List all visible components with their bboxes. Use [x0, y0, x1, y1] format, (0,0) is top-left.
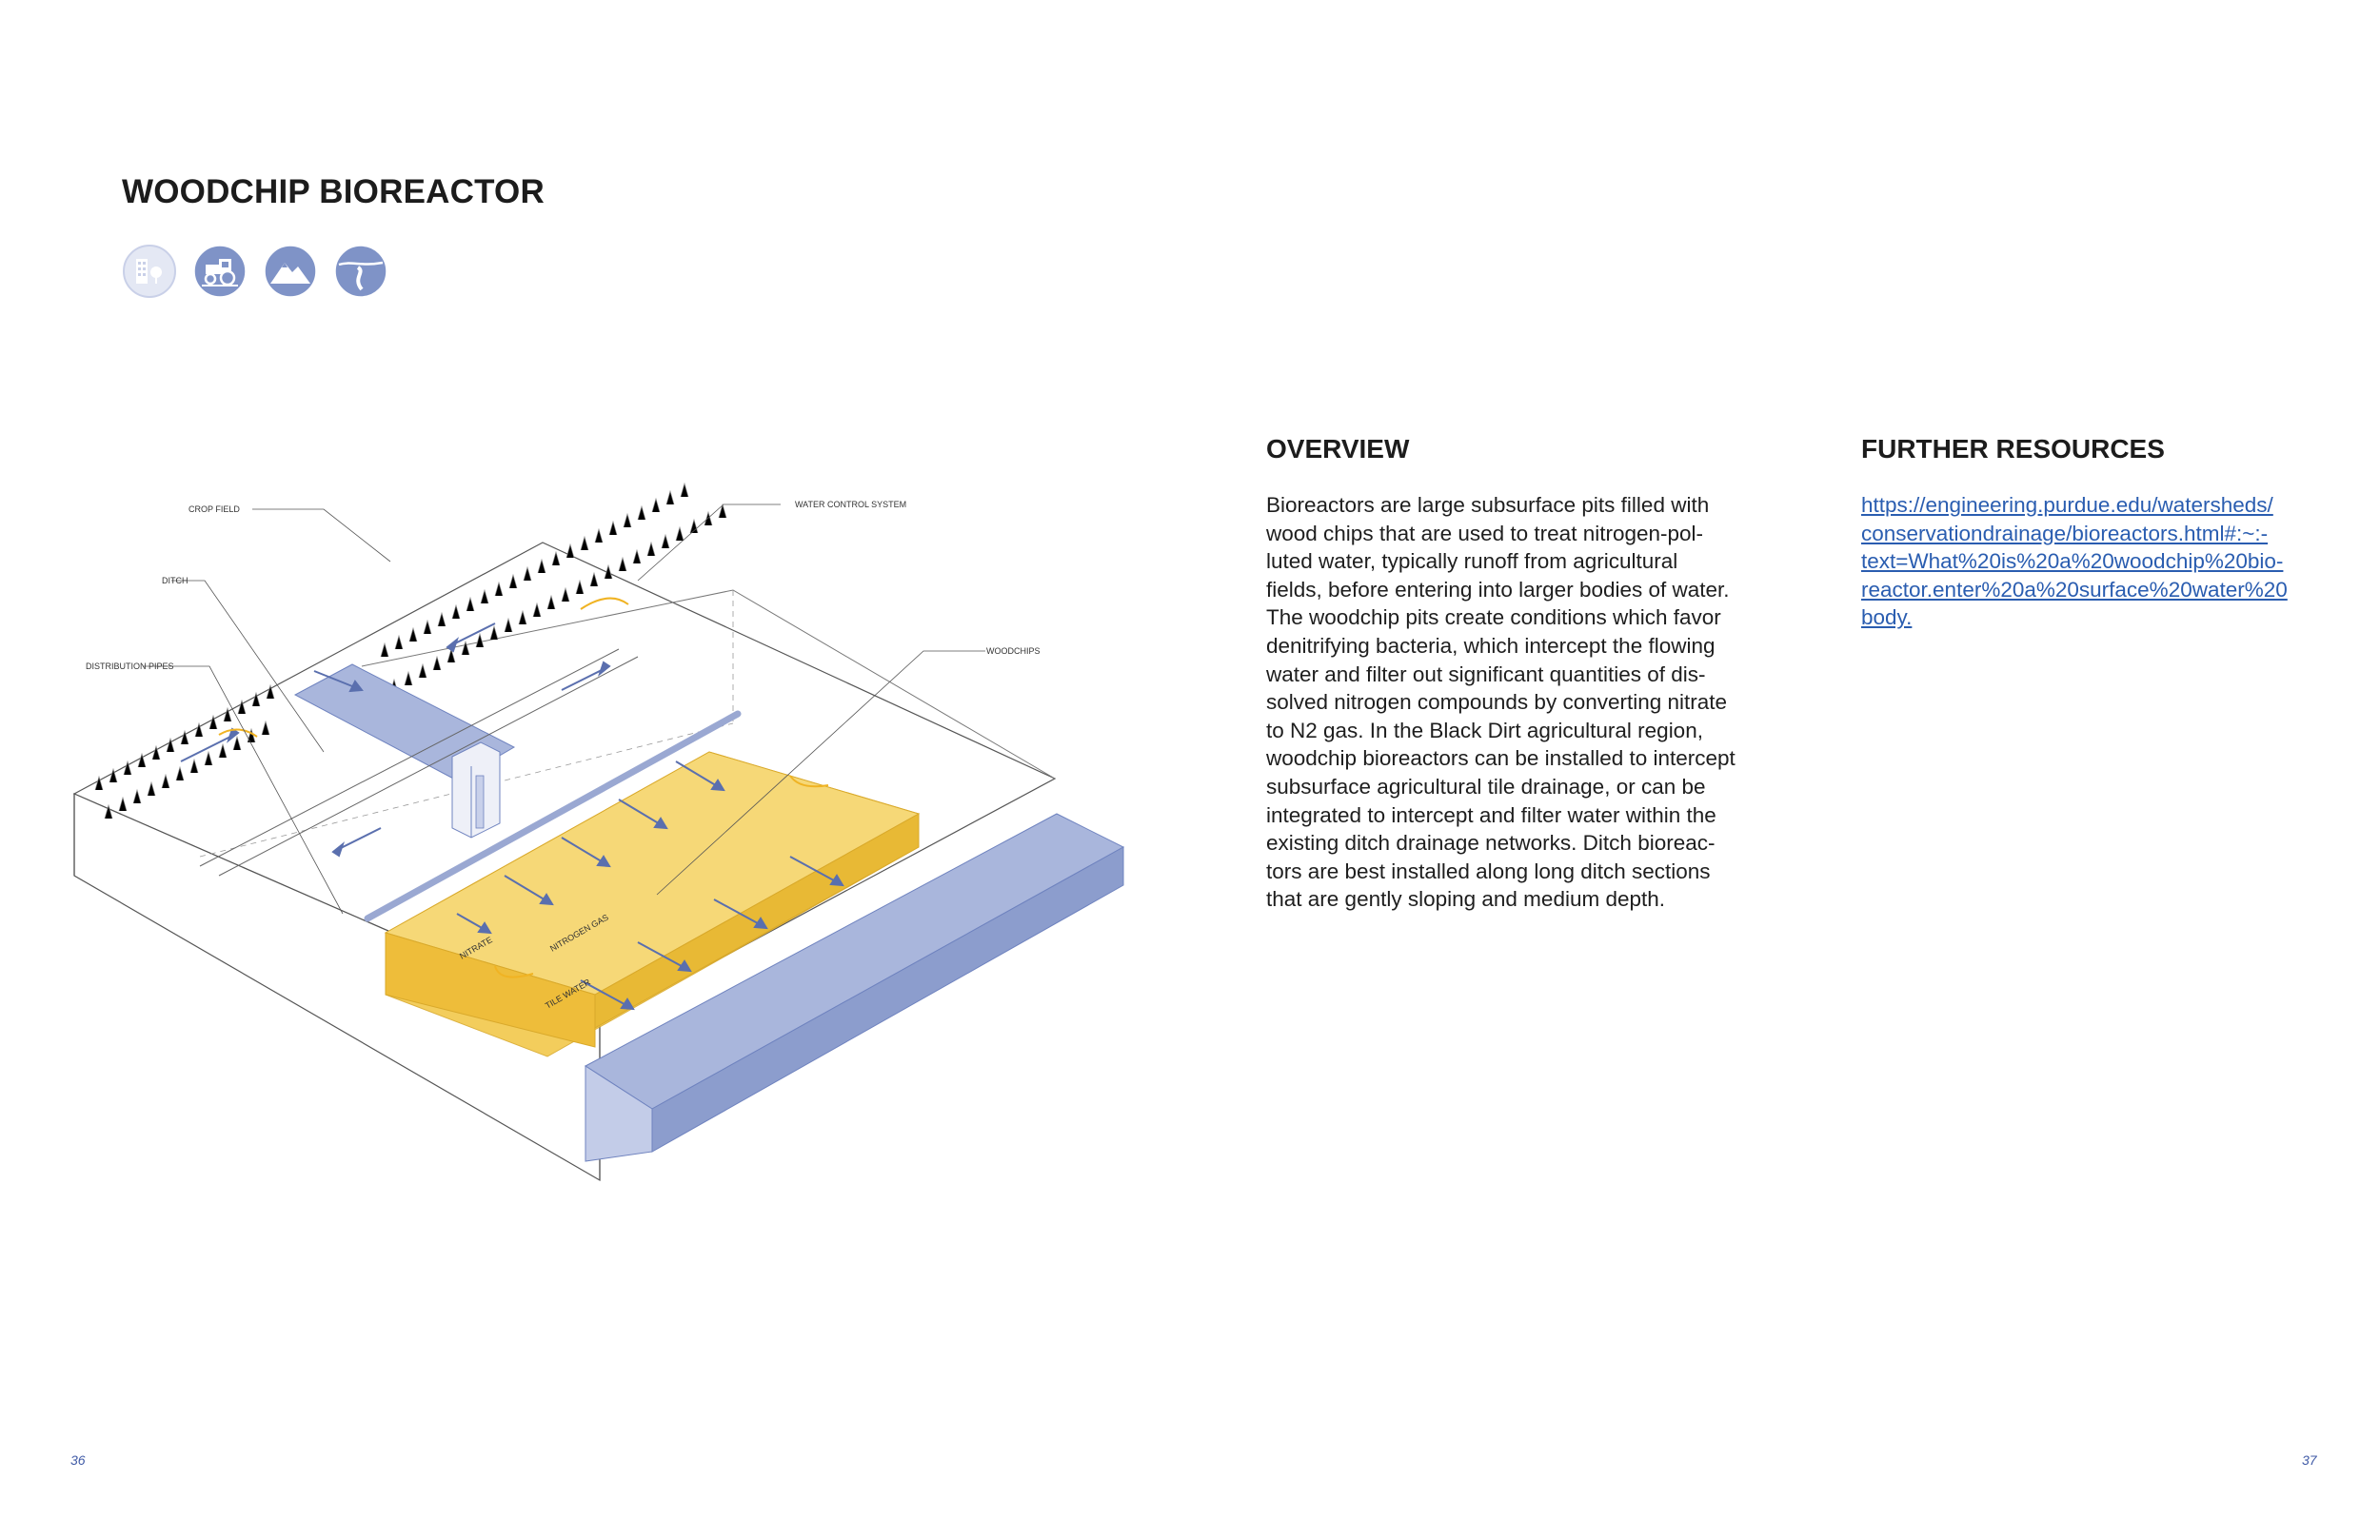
- resources-heading: FURTHER RESOURCES: [1861, 434, 2165, 464]
- overview-text: Bioreactors are large subsurface pits fi…: [1266, 491, 1771, 914]
- overview-line: subsurface agricultural tile drainage, o…: [1266, 774, 1706, 799]
- overview-line: integrated to intercept and filter water…: [1266, 802, 1716, 827]
- flow-arrows: [180, 622, 844, 1011]
- nitrogen-gas-arrows: [218, 597, 829, 978]
- label-crop-field: CROP FIELD: [188, 504, 240, 514]
- overview-line: luted water, typically runoff from agric…: [1266, 549, 1678, 574]
- label-water-control-system: WATER CONTROL SYSTEM: [795, 500, 906, 509]
- overview-section: OVERVIEW Bioreactors are large subsurfac…: [1266, 434, 1771, 914]
- page-title: WOODCHIP BIOREACTOR: [122, 173, 545, 210]
- bioreactor-isometric-diagram: CROP FIELD WATER CONTROL SYSTEM DITCH DI…: [72, 482, 1125, 1182]
- further-resources-section: FURTHER RESOURCES https://engineering.pu…: [1861, 434, 2337, 632]
- river-icon: [334, 245, 387, 298]
- mountain-icon: [264, 245, 317, 298]
- overview-line: The woodchip pits create conditions whic…: [1266, 605, 1721, 630]
- purdue-bioreactor-link[interactable]: https://engineering.purdue.edu/watershed…: [1861, 491, 2337, 632]
- link-line[interactable]: https://engineering.purdue.edu/watershed…: [1861, 493, 2273, 517]
- urban-icon: [123, 245, 176, 298]
- link-line[interactable]: text=What%20is%20a%20woodchip%20bio-: [1861, 549, 2284, 574]
- landscape-type-icons: [122, 244, 388, 299]
- overview-line: tors are best installed along long ditch…: [1266, 859, 1711, 883]
- overview-line: water and filter out significant quantit…: [1266, 661, 1706, 686]
- overview-line: that are gently sloping and medium depth…: [1266, 887, 1666, 912]
- label-woodchips: WOODCHIPS: [986, 646, 1041, 656]
- crop-field-rows: [94, 482, 727, 819]
- link-line[interactable]: body.: [1861, 605, 1913, 630]
- link-line[interactable]: conservationdrainage/bioreactors.html#:~…: [1861, 521, 2269, 545]
- farm-tractor-icon: [193, 245, 247, 298]
- overview-line: solved nitrogen compounds by converting …: [1266, 690, 1728, 715]
- overview-line: wood chips that are used to treat nitrog…: [1266, 521, 1704, 545]
- receiving-ditch: [585, 813, 1125, 1162]
- overview-line: existing ditch drainage networks. Ditch …: [1266, 831, 1716, 856]
- overview-line: to N2 gas. In the Black Dirt agricultura…: [1266, 718, 1703, 742]
- distribution-pipe: [364, 710, 742, 922]
- label-distribution-pipes: DISTRIBUTION PIPES: [86, 661, 174, 671]
- label-ditch: DITCH: [162, 576, 188, 585]
- page-number-right: 37: [2302, 1452, 2317, 1468]
- overview-line: Bioreactors are large subsurface pits fi…: [1266, 493, 1710, 517]
- overview-line: denitrifying bacteria, which intercept t…: [1266, 633, 1716, 658]
- link-line[interactable]: reactor.enter%20a%20surface%20water%20: [1861, 577, 2288, 602]
- woodchip-bed: [384, 751, 921, 1057]
- overview-heading: OVERVIEW: [1266, 434, 1410, 464]
- water-control-structure: [451, 741, 501, 839]
- page-number-left: 36: [70, 1452, 86, 1468]
- overview-line: woodchip bioreactors can be installed to…: [1266, 746, 1735, 771]
- overview-line: fields, before entering into larger bodi…: [1266, 577, 1730, 602]
